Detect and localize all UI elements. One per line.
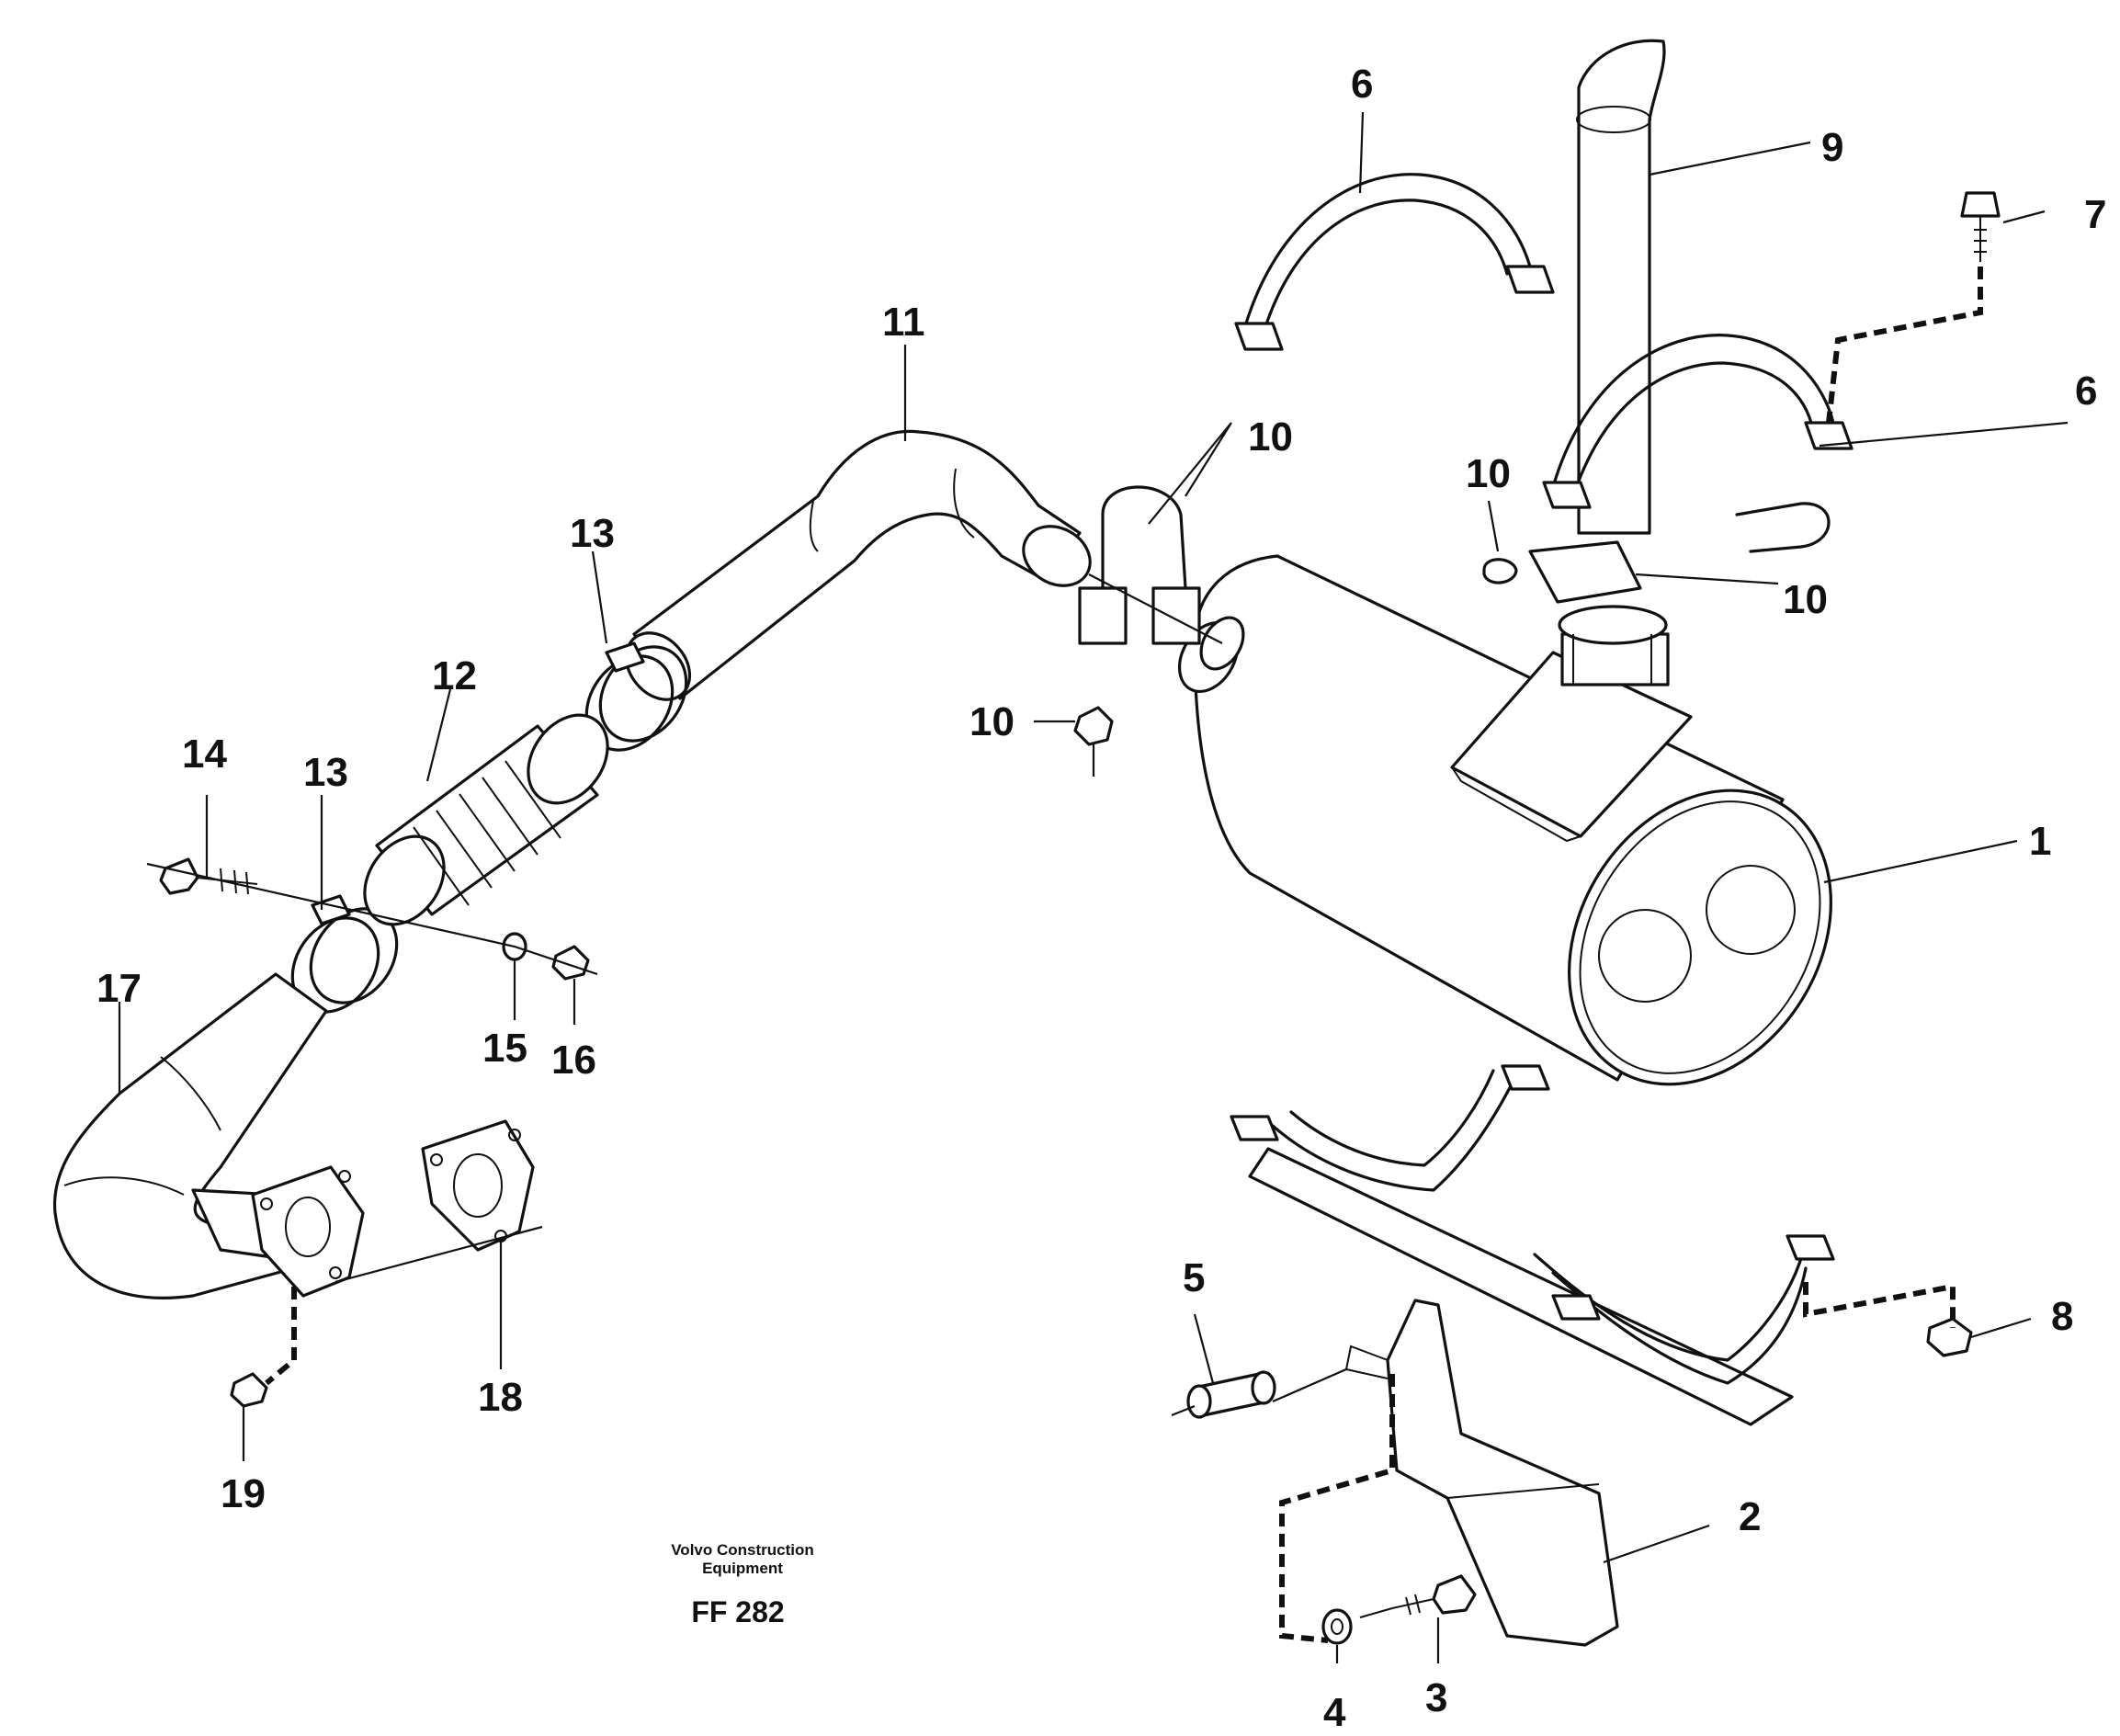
callout-leaders bbox=[118, 111, 2069, 1663]
callout-19: 19 bbox=[221, 1471, 266, 1516]
callout-10-left: 10 bbox=[969, 699, 1015, 744]
callout-5: 5 bbox=[1183, 1255, 1205, 1300]
u-bolt-right bbox=[1482, 502, 1831, 604]
muffler-support-bracket bbox=[1248, 1147, 1835, 1647]
bolt-7 bbox=[1960, 191, 2001, 262]
figure-caption: Volvo Construction Equipment FF 282 bbox=[671, 1541, 814, 1628]
caption-manufacturer-line2: Equipment bbox=[702, 1560, 783, 1577]
callout-6-top: 6 bbox=[1351, 62, 1373, 107]
nut-8 bbox=[1926, 1317, 1973, 1357]
bent-pipe-upper bbox=[624, 429, 1092, 701]
caption-figure-code: FF 282 bbox=[691, 1595, 784, 1628]
assembly-dashed-lines bbox=[146, 267, 1983, 1643]
nut-16 bbox=[551, 945, 590, 981]
flexible-hose bbox=[363, 713, 609, 926]
clamp-lower bbox=[1230, 1064, 1550, 1192]
callout-13-upper: 13 bbox=[570, 511, 615, 556]
nut-10-left bbox=[1073, 706, 1114, 777]
caption-manufacturer: Volvo Construction bbox=[671, 1541, 814, 1559]
callout-8: 8 bbox=[2051, 1294, 2073, 1339]
callout-17: 17 bbox=[96, 966, 142, 1011]
callout-10-right: 10 bbox=[1783, 577, 1828, 622]
callout-1: 1 bbox=[2029, 819, 2051, 864]
callout-10-top: 10 bbox=[1248, 414, 1293, 460]
spacer-5 bbox=[1186, 1370, 1276, 1419]
bolt-3 bbox=[1391, 1574, 1477, 1616]
gasket bbox=[421, 1119, 535, 1252]
callout-13-lower: 13 bbox=[303, 750, 348, 795]
callout-4: 4 bbox=[1323, 1690, 1346, 1735]
hose-clamp-upper bbox=[584, 641, 688, 752]
callout-12: 12 bbox=[432, 653, 477, 698]
callout-9: 9 bbox=[1821, 125, 1843, 170]
clamp-middle bbox=[1542, 334, 1854, 509]
callout-11: 11 bbox=[882, 300, 925, 345]
u-bolt-left bbox=[1078, 485, 1201, 645]
callout-6-right: 6 bbox=[2075, 369, 2097, 414]
callout-2: 2 bbox=[1739, 1494, 1761, 1539]
callout-10-mid: 10 bbox=[1466, 451, 1511, 496]
clamp-upper bbox=[1234, 173, 1555, 351]
bolt-14 bbox=[159, 857, 258, 895]
callout-3: 3 bbox=[1425, 1675, 1447, 1720]
callout-18: 18 bbox=[478, 1375, 523, 1420]
callout-15: 15 bbox=[482, 1026, 527, 1071]
nut-19 bbox=[230, 1372, 268, 1408]
callout-labels: 1 2 3 4 5 6 6 7 8 9 10 10 10 10 11 12 13… bbox=[96, 62, 2106, 1735]
callout-7: 7 bbox=[2084, 192, 2106, 237]
callout-14: 14 bbox=[182, 732, 227, 777]
stack-pipe bbox=[1576, 39, 1666, 535]
callout-16: 16 bbox=[551, 1038, 596, 1083]
washer-4 bbox=[1321, 1608, 1353, 1645]
muffler bbox=[1177, 554, 1832, 1086]
